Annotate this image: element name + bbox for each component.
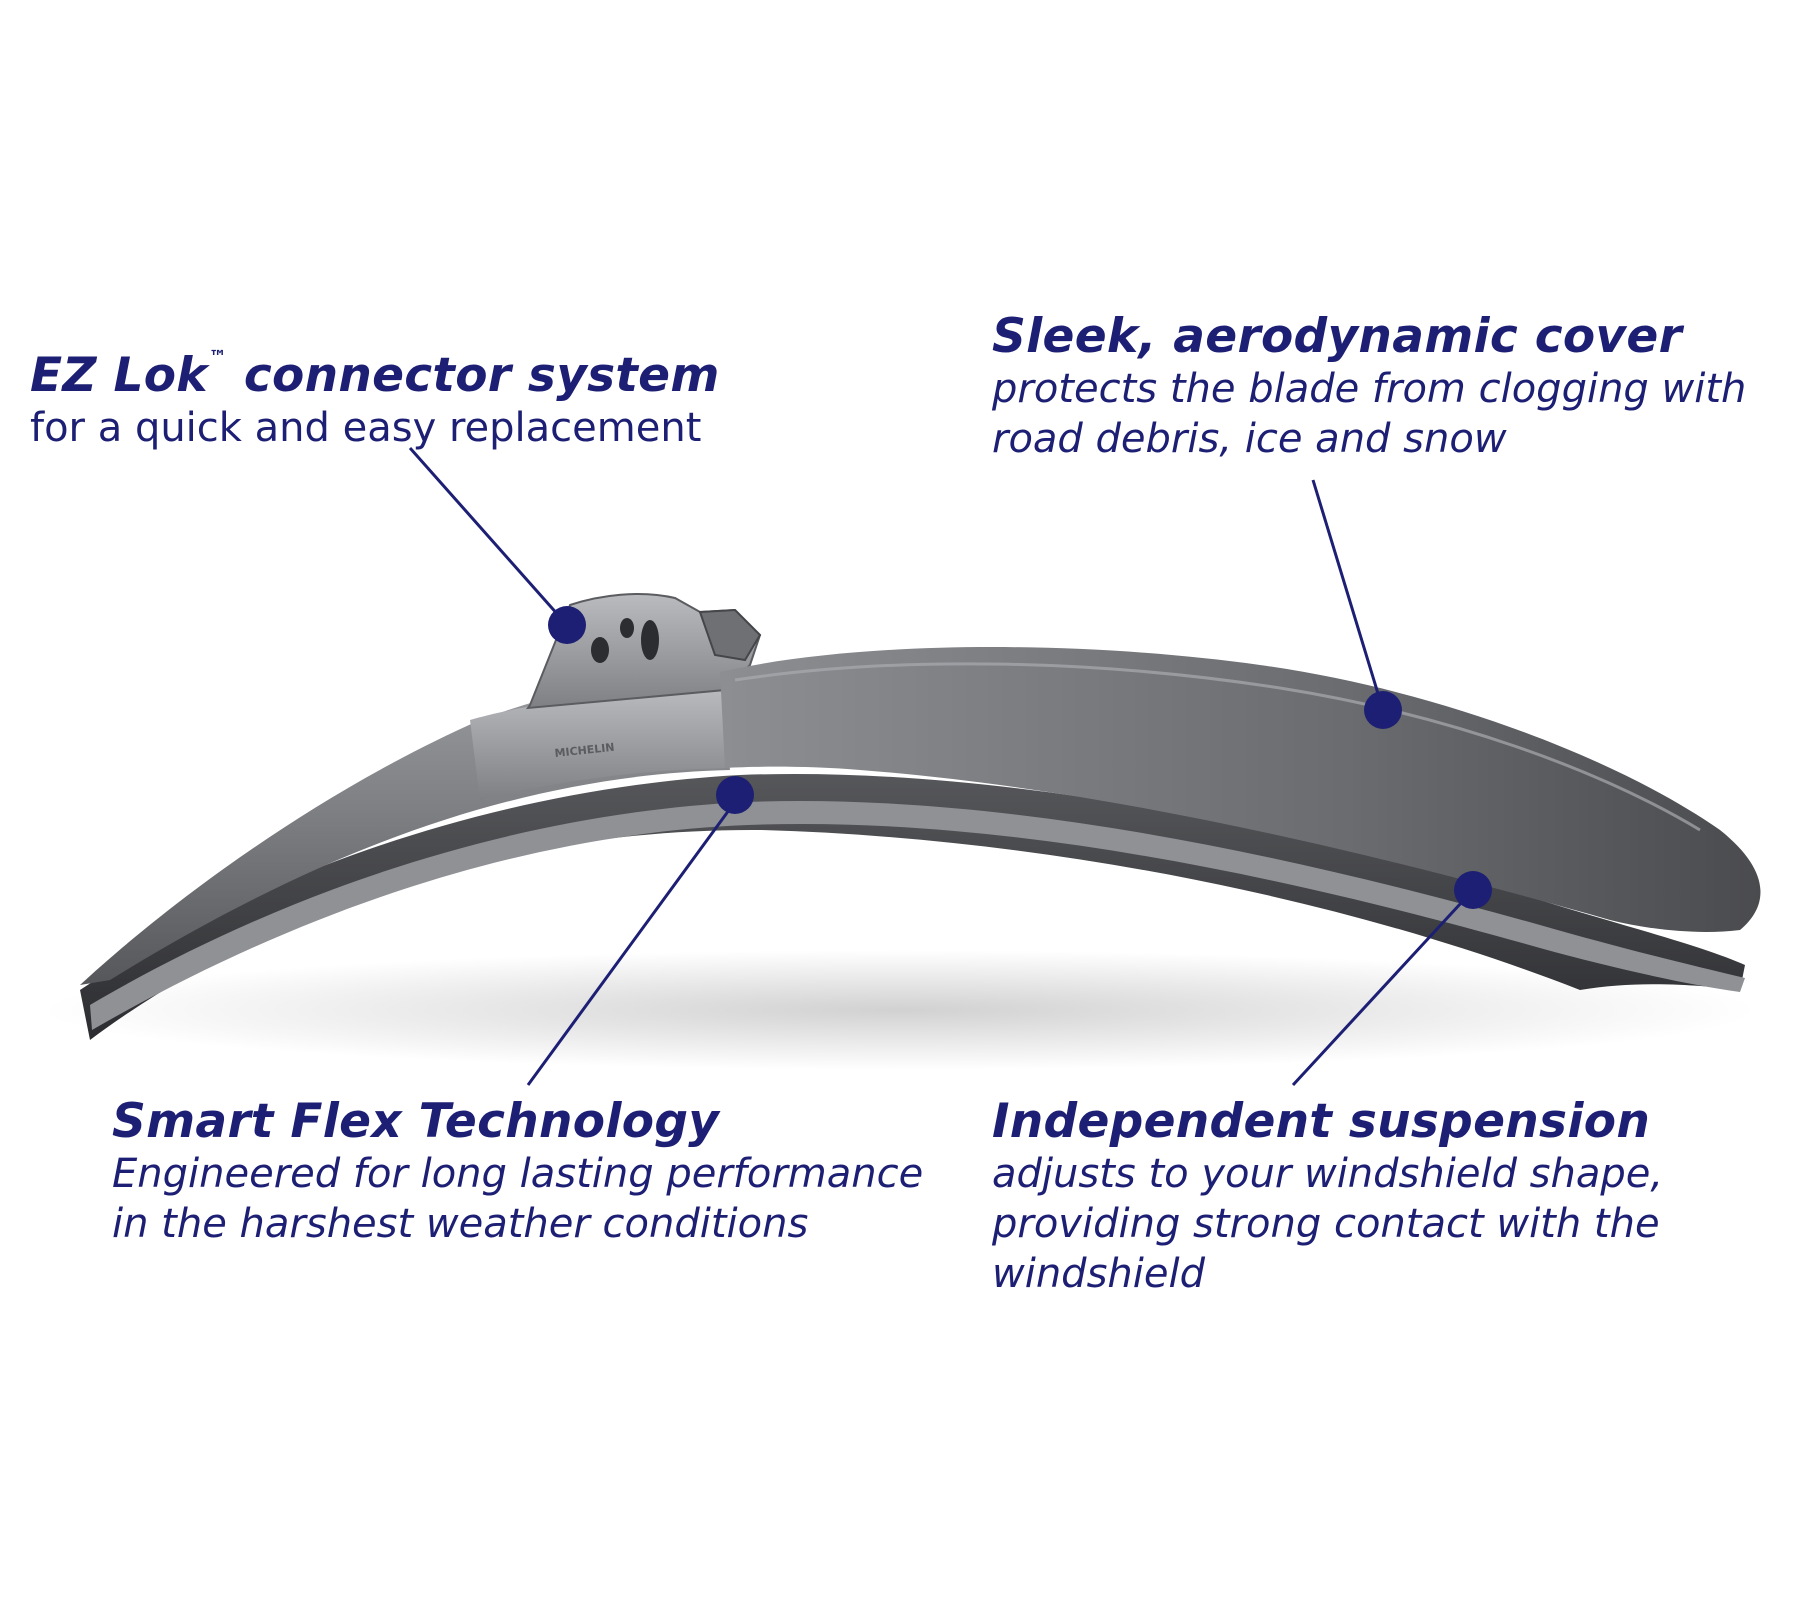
callout-cover: Sleek, aerodynamic cover protects the bl…	[992, 309, 1747, 464]
blade-shadow	[40, 950, 1760, 1070]
ez-lok-name: EZ Lok	[30, 348, 208, 403]
blade-cover-highlight	[734, 662, 1701, 832]
leader-line-cover	[1311, 479, 1385, 711]
callout-smart-flex-description-line-2: in the harshest weather conditions	[112, 1201, 809, 1248]
callout-suspension: Independent suspension adjusts to your w…	[992, 1094, 1664, 1299]
leader-line-suspension	[1291, 888, 1475, 1087]
marker-dot-cover	[1364, 691, 1402, 729]
blade-rear-cover	[720, 647, 1761, 932]
connector-hole-right	[641, 620, 659, 660]
callout-smart-flex-title: Smart Flex Technology	[112, 1094, 720, 1149]
marker-dot-smart-flex	[716, 776, 754, 814]
callout-suspension-description-line-1: adjusts to your windshield shape,	[992, 1151, 1664, 1198]
callout-ez-lok-description: for a quick and easy replacement	[30, 405, 702, 452]
callout-smart-flex-description-line-1: Engineered for long lasting performance	[112, 1151, 924, 1198]
callout-suspension-description-line-3: windshield	[992, 1251, 1205, 1298]
blade-spine	[90, 800, 1745, 1030]
trademark-symbol: ™	[208, 347, 228, 368]
callout-cover-description-line-2: road debris, ice and snow	[992, 416, 1507, 463]
connector-hole-mid	[620, 618, 634, 638]
blade-logo: MICHELIN	[554, 741, 615, 760]
leader-line-smart-flex	[526, 794, 742, 1086]
callout-ez-lok: EZ Lok™ connector system for a quick and…	[30, 347, 720, 453]
callout-suspension-description-line-2: providing strong contact with the	[992, 1201, 1660, 1248]
connector-hinge	[698, 608, 762, 662]
callout-ez-lok-title: EZ Lok™ connector system	[30, 347, 720, 403]
ez-lok-title-rest: connector system	[227, 348, 720, 403]
callout-suspension-title: Independent suspension	[992, 1094, 1651, 1149]
leader-line-ez-lok	[408, 447, 569, 626]
callout-cover-title: Sleek, aerodynamic cover	[992, 309, 1683, 364]
connector-hole-left	[591, 637, 609, 663]
callout-cover-description-line-1: protects the blade from clogging with	[992, 366, 1747, 413]
blade-label-plate	[470, 688, 728, 800]
marker-dot-suspension	[1454, 871, 1492, 909]
marker-dot-ez-lok	[548, 606, 586, 644]
callout-smart-flex: Smart Flex Technology Engineered for lon…	[112, 1094, 924, 1249]
